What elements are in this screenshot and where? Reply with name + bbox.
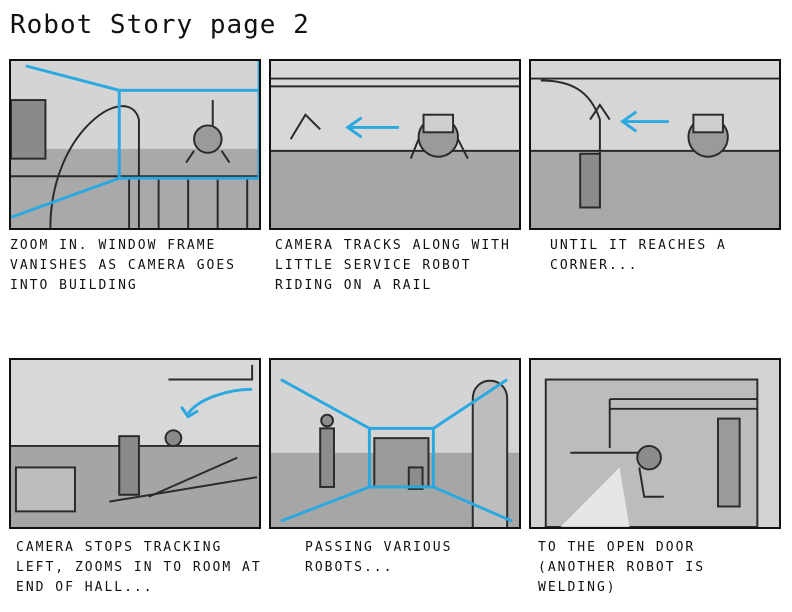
panel-3-caption: UNTIL IT REACHES A CORNER... (550, 238, 737, 273)
page-title: Robot Story page 2 (10, 10, 310, 40)
storyboard-panel-6 (529, 358, 781, 529)
storyboard-panel-1 (9, 59, 261, 230)
panel-6-caption: TO THE OPEN DOOR (ANOTHER ROBOT IS WELDI… (538, 540, 715, 595)
panel-2-sketch (271, 61, 519, 228)
storyboard-panel-2 (269, 59, 521, 230)
panel-6-sketch (531, 360, 779, 527)
panel-4-sketch (11, 360, 259, 527)
storyboard-panel-4 (9, 358, 261, 529)
panel-5-sketch (271, 360, 519, 527)
panel-5-caption: PASSING VARIOUS ROBOTS... (305, 540, 463, 575)
panel-4-caption: CAMERA STOPS TRACKING LEFT, ZOOMS IN TO … (16, 540, 272, 595)
panel-1-caption: ZOOM IN. WINDOW FRAME VANISHES AS CAMERA… (10, 238, 246, 293)
storyboard-panel-5 (269, 358, 521, 529)
panel-1-sketch (11, 61, 259, 228)
storyboard-panel-3 (529, 59, 781, 230)
panel-3-sketch (531, 61, 779, 228)
panel-2-caption: CAMERA TRACKS ALONG WITH LITTLE SERVICE … (275, 238, 521, 293)
